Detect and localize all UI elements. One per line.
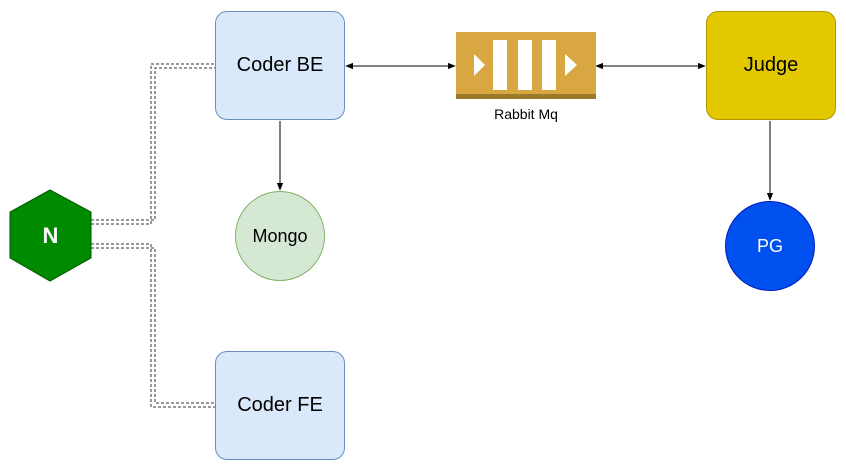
mongo-label: Mongo [252, 225, 308, 246]
nginx-label: N [42, 222, 59, 248]
judge-node[interactable]: Judge [706, 11, 836, 120]
pg-label: PG [756, 235, 783, 256]
rabbit-mq-label: Rabbit Mq [494, 106, 558, 122]
coder-be-node[interactable]: Coder BE [215, 11, 345, 120]
nginx-to-coder-be-link [91, 63, 215, 225]
coder-be-label: Coder BE [236, 54, 324, 76]
queue-icon [456, 32, 596, 99]
nginx-to-coder-fe-link [91, 243, 215, 408]
pg-node[interactable]: PG [725, 201, 815, 291]
coder-fe-node[interactable]: Coder FE [215, 351, 345, 460]
judge-label: Judge [743, 54, 799, 76]
mongo-node[interactable]: Mongo [235, 191, 325, 281]
coder-fe-label: Coder FE [237, 394, 323, 416]
nginx-node[interactable]: N [10, 190, 91, 281]
hexagon-icon [9, 189, 92, 282]
